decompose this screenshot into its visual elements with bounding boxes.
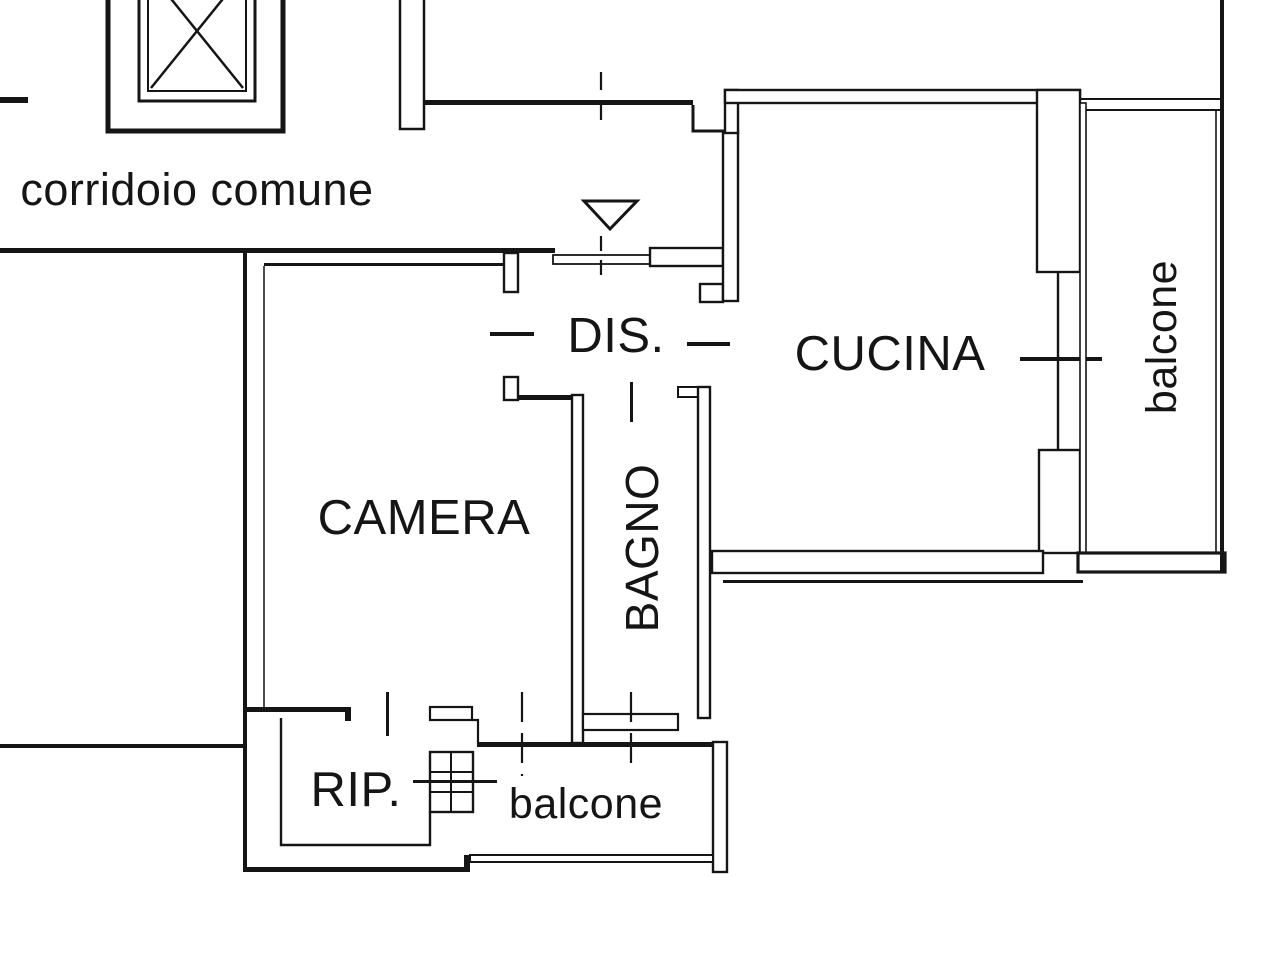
- wall-entrance-left-inner: [264, 263, 504, 266]
- wall-top-horizontal: [424, 100, 693, 105]
- storage-label: RIP.: [311, 763, 402, 817]
- door-jamb-entrance: [502, 251, 520, 294]
- door-mark-storage: [386, 692, 389, 736]
- wall-entrance-left: [247, 248, 555, 253]
- corridor-label: corridoio comune: [20, 164, 373, 215]
- walls: [0, 0, 1227, 874]
- bedroom-label: CAMERA: [318, 491, 531, 545]
- door-mark-bathroom: [630, 382, 633, 422]
- wall-top-step: [691, 105, 725, 133]
- wall-balcony-right-top: [1079, 98, 1223, 111]
- door-jamb-kitchen: [698, 282, 725, 304]
- wall-corridor-lower: [0, 744, 245, 748]
- window-grid-storage: [413, 750, 497, 814]
- wall-kitchen-bottom-outer: [723, 580, 1083, 583]
- balcony-bottom-label: balcone: [509, 780, 663, 828]
- wall-kitchen-right-pillar-bottom: [1037, 448, 1082, 555]
- wall-kitchen-right-pillar-top: [1035, 88, 1082, 274]
- wall-balcony-right-left: [1079, 102, 1087, 554]
- wall-apartment-bottom: [243, 867, 470, 872]
- wall-building-right-edge: [1220, 0, 1224, 573]
- door-jamb-bedroom-lower: [502, 375, 520, 402]
- wall-entrance-right: [648, 246, 725, 268]
- door-mark-bedroom: [490, 332, 534, 336]
- wall-bathroom-right: [696, 385, 712, 720]
- hallway-label: DIS.: [567, 309, 664, 363]
- wall-apartment-left: [243, 250, 247, 872]
- wall-bathroom-left: [570, 393, 585, 745]
- wall-storage: [279, 718, 432, 847]
- door-jamb-bathroom: [677, 386, 699, 398]
- wall-balcony-bottom-top: [477, 742, 713, 747]
- door-jamb-storage: [345, 707, 351, 721]
- elevator-symbol: [105, 0, 286, 134]
- bathroom-label: BAGNO: [616, 464, 668, 633]
- wall-corridor-stub: [0, 97, 28, 103]
- balcony-right-label: balcone: [1138, 260, 1186, 414]
- wall-bedroom-bottom: [247, 707, 347, 712]
- wall-hallway-bottom: [518, 395, 583, 400]
- wall-balcony-bottom-bottom: [469, 854, 714, 863]
- wall-kitchen-left: [721, 129, 740, 303]
- wall-top-vertical: [398, 0, 426, 131]
- window-kitchen-sill-tick: [1020, 357, 1102, 361]
- wall-kitchen-bottom: [710, 549, 1045, 575]
- wall-bottom-step: [464, 855, 470, 872]
- door-mark-kitchen: [687, 342, 730, 346]
- kitchen-label: CUCINA: [795, 327, 986, 381]
- wall-balcony-bottom-right: [711, 740, 729, 874]
- wall-kitchen-top: [723, 88, 1082, 105]
- elevator-x-icon: [150, 0, 244, 89]
- wall-corridor-bottom: [0, 248, 247, 253]
- wall-stub-above-grid: [428, 705, 474, 722]
- wall-balcony-right-bottom: [1076, 551, 1227, 574]
- wall-grid-balcony-connector: [472, 718, 480, 744]
- entrance-arrow-icon: [580, 199, 641, 232]
